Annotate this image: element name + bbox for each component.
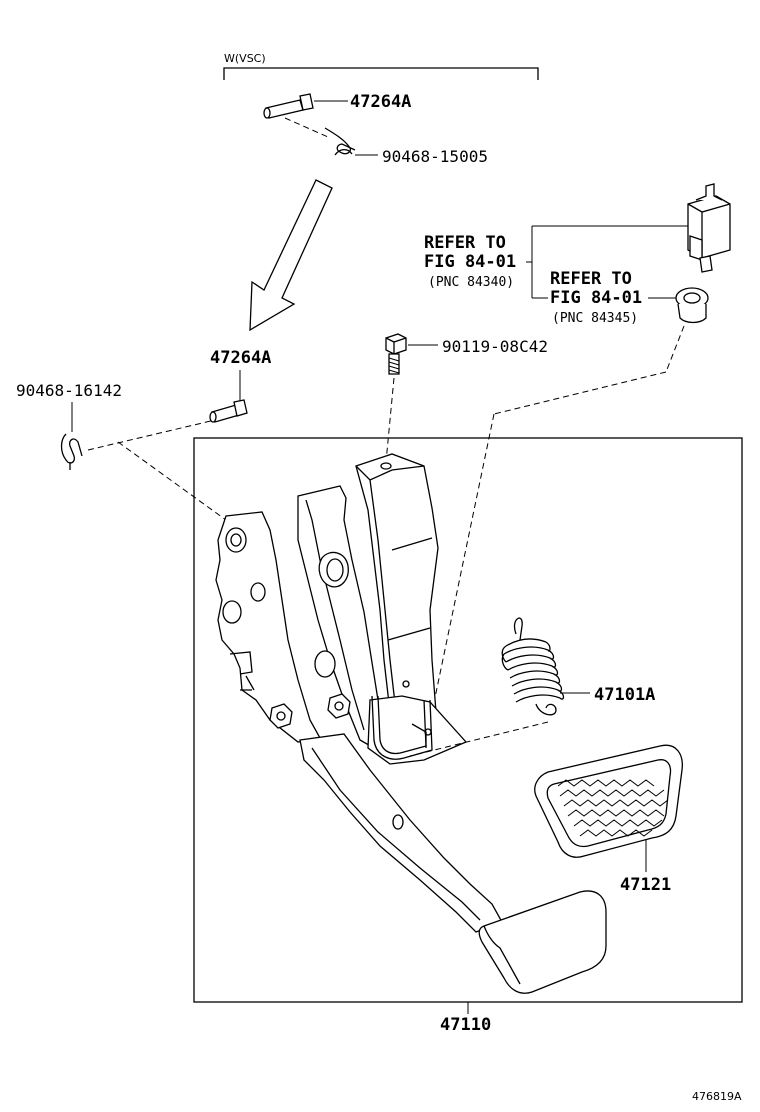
direction-arrow [249, 179, 333, 332]
pin-top: 47264A [263, 92, 411, 119]
pedal-stopper [367, 695, 468, 765]
stop-lamp-switch [687, 183, 731, 273]
bolt: 90119-08C42 [385, 333, 548, 463]
label-47101a: 47101A [594, 685, 655, 705]
refer-note-1: REFER TO FIG 84-01 (PNC 84340) [424, 225, 690, 299]
vsc-label: W(VSC) [224, 52, 266, 65]
refer-note-2: REFER TO FIG 84-01 (PNC 84345) [550, 269, 676, 326]
label-90119-08c42: 90119-08C42 [442, 337, 548, 356]
label-90468-15005: 90468-15005 [382, 147, 488, 166]
pin-left: 47264A [209, 348, 271, 423]
label-47110: 47110 [440, 1015, 491, 1035]
switch-cushion [431, 287, 709, 713]
pedal-lever [299, 733, 503, 933]
figure-code: 476819A [692, 1090, 742, 1103]
refer-2-line3: (PNC 84345) [552, 311, 638, 326]
refer-2-line2: FIG 84-01 [550, 288, 642, 308]
assembly-label: 47110 [440, 1002, 491, 1035]
label-47264a-top: 47264A [350, 92, 411, 112]
refer-1-line3: (PNC 84340) [428, 275, 514, 290]
refer-1-line1: REFER TO [424, 233, 506, 253]
label-90468-16142: 90468-16142 [16, 381, 122, 400]
return-spring: 47101A [409, 617, 655, 757]
pedal-foot [478, 890, 607, 994]
pedal-bracket [215, 511, 322, 743]
label-47121: 47121 [620, 875, 671, 895]
pedal-pad: 47121 [534, 744, 683, 895]
refer-2-line1: REFER TO [550, 269, 632, 289]
refer-1-line2: FIG 84-01 [424, 252, 516, 272]
clip-top: 90468-15005 [284, 117, 488, 166]
vsc-bracket: W(VSC) [223, 52, 539, 80]
clip-left: 90468-16142 [16, 381, 227, 521]
label-47264a-left: 47264A [210, 348, 271, 368]
